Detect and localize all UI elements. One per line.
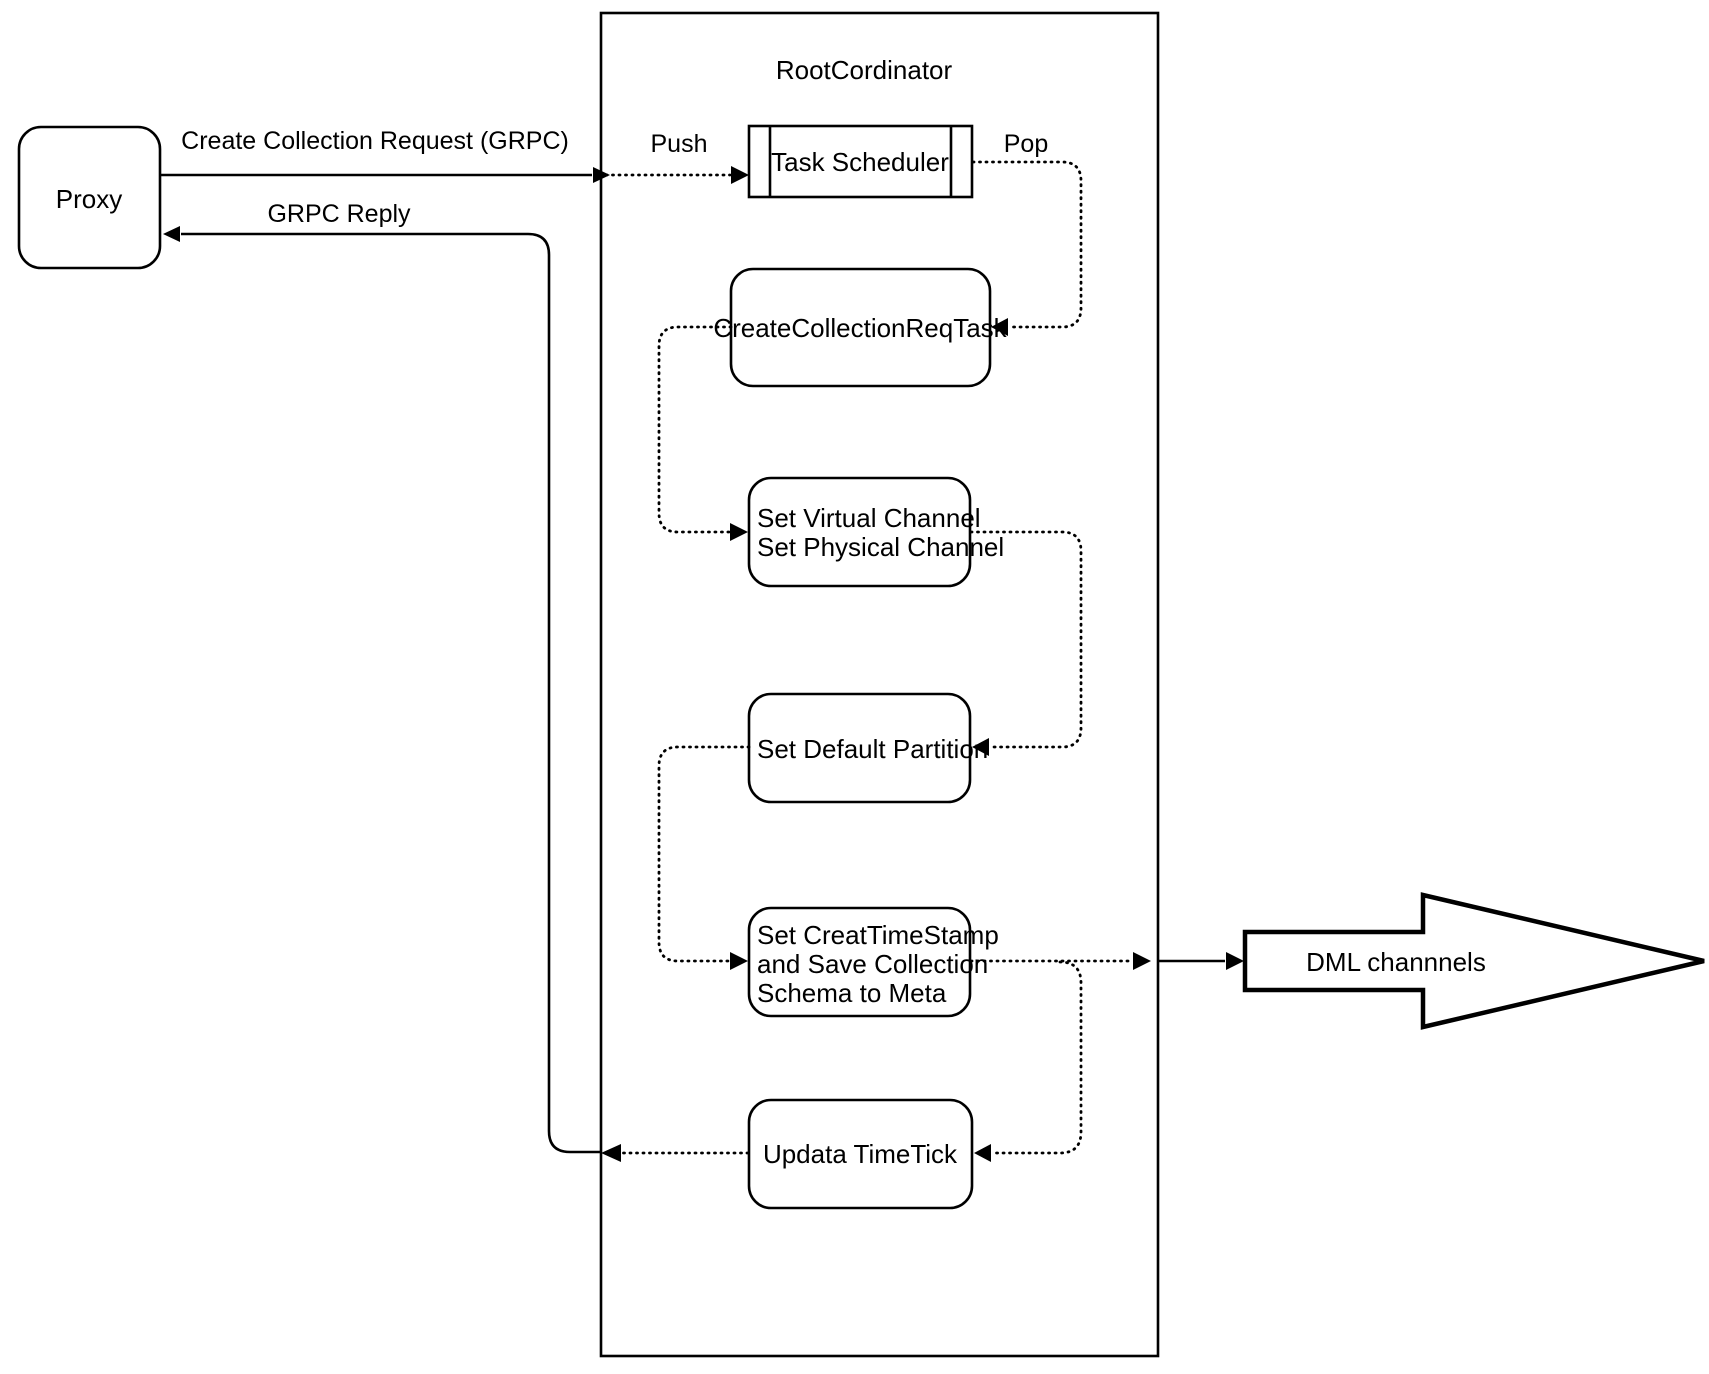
task-to-set-channels-arrowhead (730, 523, 748, 541)
default-partition-to-timestamp-line (657, 745, 751, 963)
task-to-set-channels-line (657, 325, 733, 534)
create-collection-req-task-label: CreateCollectionReqTask (713, 313, 1007, 343)
set-channels-to-default-partition-arrowhead (972, 738, 989, 756)
pop-line (971, 160, 1083, 329)
set-channels-to-default-partition-line (969, 530, 1083, 749)
edge-pop[interactable]: Pop (971, 130, 1083, 336)
set-create-timestamp-label-line2: and Save Collection (757, 949, 988, 979)
create-collection-request-label: Create Collection Request (GRPC) (181, 127, 569, 155)
timestamp-to-timetick-line (990, 960, 1083, 1155)
set-channels-node[interactable]: Set Virtual Channel Set Physical Channel (747, 476, 1004, 588)
dml-channels-arrow-shape (1242, 892, 1705, 1030)
edge-timestamp-to-timetick[interactable] (974, 960, 1083, 1162)
set-create-timestamp-node[interactable]: Set CreatTimeStamp and Save Collection S… (747, 906, 999, 1018)
timestamp-to-dml-arrowhead (1133, 952, 1151, 970)
dml-connector-arrowhead (1226, 952, 1244, 970)
edge-task-to-set-channels[interactable] (657, 325, 748, 541)
updata-timetick-node[interactable]: Updata TimeTick (747, 1098, 974, 1210)
edge-set-channels-to-default-partition[interactable] (969, 530, 1083, 756)
task-scheduler-box (747, 124, 974, 199)
default-partition-to-timestamp-arrowhead (730, 952, 748, 970)
edge-create-collection-request[interactable]: Create Collection Request (GRPC) (161, 127, 610, 183)
updata-timetick-box (747, 1098, 974, 1210)
create-collection-req-task-node[interactable]: CreateCollectionReqTask (713, 267, 1008, 388)
proxy-box (17, 125, 162, 270)
proxy-node[interactable]: Proxy (17, 125, 162, 270)
grpc-reply-label: GRPC Reply (267, 200, 411, 228)
edge-grpc-reply[interactable]: GRPC Reply (163, 200, 600, 1154)
timestamp-to-timetick-arrowhead (974, 1144, 991, 1162)
set-channels-label-line2: Set Physical Channel (757, 532, 1004, 562)
grpc-reply-arrowhead (163, 226, 180, 242)
create-collection-request-arrowhead (593, 167, 610, 183)
set-channels-label-line1: Set Virtual Channel (757, 503, 981, 533)
grpc-reply-line (181, 232, 600, 1154)
task-scheduler-label: Task Scheduler (771, 147, 949, 177)
edge-timetick-to-reply[interactable] (601, 1144, 750, 1162)
edge-timestamp-to-dml[interactable] (969, 952, 1244, 970)
edge-push[interactable]: Push (604, 130, 749, 184)
edge-default-partition-to-timestamp[interactable] (657, 745, 751, 970)
pop-label: Pop (1004, 130, 1048, 158)
set-create-timestamp-label-line1: Set CreatTimeStamp (757, 920, 999, 950)
timetick-to-reply-arrowhead (601, 1144, 621, 1162)
updata-timetick-label: Updata TimeTick (763, 1139, 958, 1169)
task-scheduler-node[interactable]: Task Scheduler (747, 124, 974, 199)
set-create-timestamp-label-line3: Schema to Meta (757, 978, 947, 1008)
push-arrowhead (731, 166, 749, 184)
set-default-partition-node[interactable]: Set Default Partition (747, 692, 988, 804)
pop-arrowhead (991, 318, 1008, 336)
dml-channels-node[interactable]: DML channnels (1242, 892, 1705, 1030)
proxy-label: Proxy (56, 184, 122, 214)
push-label: Push (651, 130, 708, 158)
dml-channels-label: DML channnels (1306, 947, 1486, 977)
set-default-partition-label: Set Default Partition (757, 734, 988, 764)
rootcordinator-title: RootCordinator (776, 55, 953, 85)
set-create-timestamp-box (747, 906, 972, 1018)
